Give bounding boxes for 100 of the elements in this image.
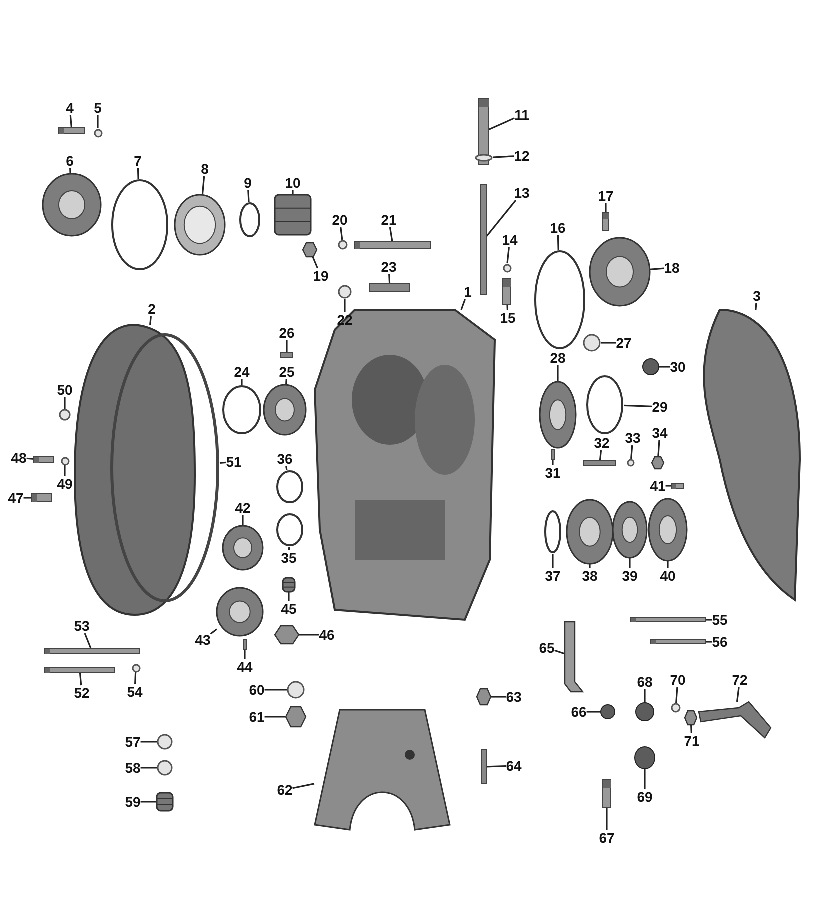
leader-line xyxy=(589,564,591,568)
callout-number: 58 xyxy=(125,760,141,776)
callout-number: 16 xyxy=(550,220,566,236)
ring xyxy=(586,375,624,435)
disc xyxy=(590,238,650,306)
leader-line xyxy=(140,801,157,803)
callout-number: 54 xyxy=(127,684,143,700)
lever xyxy=(699,702,771,738)
leader-line xyxy=(599,450,602,461)
washer xyxy=(475,154,493,162)
callout-number: 11 xyxy=(514,108,530,122)
callout-number: 61 xyxy=(249,710,265,724)
leader-line xyxy=(134,672,137,685)
leader-line xyxy=(344,299,346,312)
leader-line xyxy=(486,200,517,237)
bolt xyxy=(672,484,684,488)
leader-line xyxy=(659,366,670,368)
callout-number: 55 xyxy=(712,612,728,628)
callout-number: 51 xyxy=(226,454,242,470)
callout-number: 6 xyxy=(66,154,74,168)
leader-line xyxy=(706,641,712,643)
guard-drawing xyxy=(314,710,450,830)
rod xyxy=(482,750,486,784)
callout-number: 64 xyxy=(506,758,522,774)
leader-line xyxy=(389,227,394,242)
callout-number: 14 xyxy=(502,232,518,248)
callout-number: 50 xyxy=(57,382,73,398)
callout-number: 23 xyxy=(381,260,397,274)
callout-number: 30 xyxy=(670,360,686,374)
callout-number: 36 xyxy=(277,452,293,466)
leader-line xyxy=(706,619,712,621)
disc xyxy=(217,588,263,636)
nut xyxy=(652,457,664,469)
callout-number: 8 xyxy=(201,162,209,176)
callout-number: 18 xyxy=(664,260,680,276)
rod xyxy=(481,185,487,295)
leader-line xyxy=(488,118,515,130)
disc xyxy=(223,526,263,570)
washer xyxy=(583,334,601,352)
callout-number: 70 xyxy=(670,672,686,688)
washer xyxy=(157,760,173,776)
callout-number: 4 xyxy=(66,100,74,116)
rod xyxy=(281,352,293,358)
leader-line xyxy=(241,380,243,385)
callout-number: 28 xyxy=(550,350,566,366)
callout-number: 63 xyxy=(506,690,522,704)
ball xyxy=(601,705,615,719)
leader-line xyxy=(299,634,320,636)
gasket xyxy=(110,333,220,603)
bolt xyxy=(32,494,52,502)
bearing xyxy=(157,793,173,811)
disc xyxy=(567,500,613,564)
callout-number: 62 xyxy=(277,782,293,798)
callout-number: 60 xyxy=(249,682,265,698)
disc xyxy=(540,382,576,448)
ball xyxy=(643,359,659,375)
leader-line xyxy=(264,716,286,718)
leader-line xyxy=(690,724,692,734)
callout-number: 68 xyxy=(637,674,653,690)
disc xyxy=(43,174,101,236)
callout-number: 17 xyxy=(598,188,614,204)
leader-line xyxy=(292,190,294,195)
washer xyxy=(94,128,102,138)
callout-number: 29 xyxy=(652,400,668,414)
callout-number: 48 xyxy=(11,450,27,466)
callout-number: 39 xyxy=(622,568,638,584)
bearing xyxy=(283,578,295,592)
disc xyxy=(264,385,306,435)
leader-line xyxy=(137,168,140,180)
washer xyxy=(287,681,305,699)
callout-number: 65 xyxy=(539,640,555,656)
bolt xyxy=(650,640,706,644)
leader-line xyxy=(220,462,226,464)
leader-line xyxy=(210,628,218,635)
leader-line xyxy=(606,808,608,830)
callout-number: 34 xyxy=(652,426,668,440)
callout-number: 57 xyxy=(125,734,141,750)
bolt xyxy=(630,618,706,622)
leader-line xyxy=(629,558,631,568)
washer xyxy=(502,264,512,272)
leader-line xyxy=(554,650,566,655)
leader-line xyxy=(486,765,506,768)
callout-number: 21 xyxy=(381,212,397,228)
washer xyxy=(132,664,140,672)
callout-number: 26 xyxy=(279,326,295,340)
disc xyxy=(613,502,647,558)
leader-line xyxy=(460,299,466,310)
callout-number: 49 xyxy=(57,476,73,492)
callout-number: 32 xyxy=(594,436,610,450)
bolt xyxy=(355,242,431,248)
bolt xyxy=(603,780,611,808)
leader-line xyxy=(286,379,288,386)
callout-number: 71 xyxy=(684,734,700,748)
leader-line xyxy=(491,696,506,698)
leader-line xyxy=(340,227,344,240)
leader-line xyxy=(601,342,616,344)
callout-number: 25 xyxy=(279,364,295,380)
nut xyxy=(275,626,299,644)
callout-number: 27 xyxy=(616,336,632,350)
callout-number: 13 xyxy=(514,186,530,200)
